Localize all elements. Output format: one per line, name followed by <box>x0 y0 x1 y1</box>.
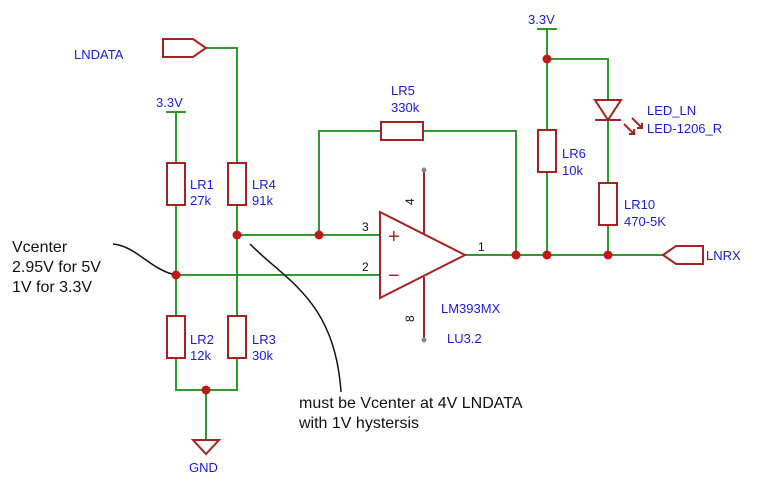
svg-text:LR3: LR3 <box>252 332 276 347</box>
resistor-lr10: LR10 470-5K <box>598 182 666 229</box>
wire-feedback <box>318 130 517 255</box>
svg-text:27k: 27k <box>190 193 211 208</box>
requirement-note: must be Vcenter at 4V LNDATA with 1V hys… <box>249 243 523 432</box>
led-emission-arrows <box>623 117 643 135</box>
svg-text:12k: 12k <box>190 348 211 363</box>
svg-text:LED-1206_R: LED-1206_R <box>647 121 722 136</box>
wires <box>175 29 663 440</box>
resistor-lr3: LR3 30k <box>227 315 276 363</box>
svg-text:Vcenter: Vcenter <box>12 239 68 256</box>
ground-symbol: GND <box>189 439 222 475</box>
resistor-lr4: LR4 91k <box>227 162 276 208</box>
svg-text:LR2: LR2 <box>190 332 214 347</box>
svg-text:2.95V for 5V: 2.95V for 5V <box>12 259 101 276</box>
svg-text:1V for 3.3V: 1V for 3.3V <box>12 279 92 296</box>
wire-lndata <box>206 47 238 163</box>
port-lnrx: LNRX <box>661 245 741 265</box>
svg-text:LR1: LR1 <box>190 177 214 192</box>
port-lndata: LNDATA <box>74 38 208 62</box>
svg-text:GND: GND <box>189 460 218 475</box>
svg-text:with 1V hystersis: with 1V hystersis <box>298 415 419 432</box>
svg-text:+: + <box>388 226 400 248</box>
svg-text:470-5K: 470-5K <box>624 214 666 229</box>
requirement-leader-line <box>249 243 342 393</box>
svg-text:−: − <box>388 265 400 287</box>
svg-text:3.3V: 3.3V <box>156 95 183 110</box>
svg-text:LR5: LR5 <box>391 83 415 98</box>
resistor-lr2: LR2 12k <box>166 315 214 363</box>
svg-text:LR4: LR4 <box>252 177 276 192</box>
resistor-lr1: LR1 27k <box>166 162 214 208</box>
junction-dots <box>171 54 613 395</box>
svg-text:1: 1 <box>478 240 485 254</box>
svg-text:LNDATA: LNDATA <box>74 47 124 62</box>
comparator-lm393: + − 3 2 1 4 8 LM393MX LU3.2 <box>362 167 501 346</box>
wire-ground <box>175 358 238 440</box>
resistor-lr6: LR6 10k <box>537 129 586 178</box>
svg-text:30k: 30k <box>252 348 273 363</box>
svg-text:91k: 91k <box>252 193 273 208</box>
supply-3v3-left: 3.3V <box>156 95 186 113</box>
vcenter-leader-line <box>112 243 173 275</box>
svg-text:3: 3 <box>362 220 369 234</box>
svg-text:8: 8 <box>403 315 417 322</box>
svg-text:LM393MX: LM393MX <box>441 301 501 316</box>
svg-text:LNRX: LNRX <box>706 248 741 263</box>
svg-text:4: 4 <box>403 198 417 205</box>
led-symbol: LED_LN LED-1206_R <box>593 99 722 136</box>
svg-text:3.3V: 3.3V <box>528 12 555 27</box>
svg-text:2: 2 <box>362 260 369 274</box>
supply-3v3-right: 3.3V <box>528 12 557 30</box>
vcenter-note: Vcenter 2.95V for 5V 1V for 3.3V <box>12 239 173 296</box>
resistor-lr5: LR5 330k <box>380 83 424 141</box>
svg-text:330k: 330k <box>391 100 420 115</box>
svg-text:LU3.2: LU3.2 <box>447 331 482 346</box>
svg-text:LED_LN: LED_LN <box>647 103 696 118</box>
svg-text:LR6: LR6 <box>562 146 586 161</box>
svg-text:LR10: LR10 <box>624 197 655 212</box>
svg-text:10k: 10k <box>562 163 583 178</box>
svg-text:must be Vcenter at 4V LNDATA: must be Vcenter at 4V LNDATA <box>299 395 523 412</box>
wire-right-supply <box>546 29 609 100</box>
